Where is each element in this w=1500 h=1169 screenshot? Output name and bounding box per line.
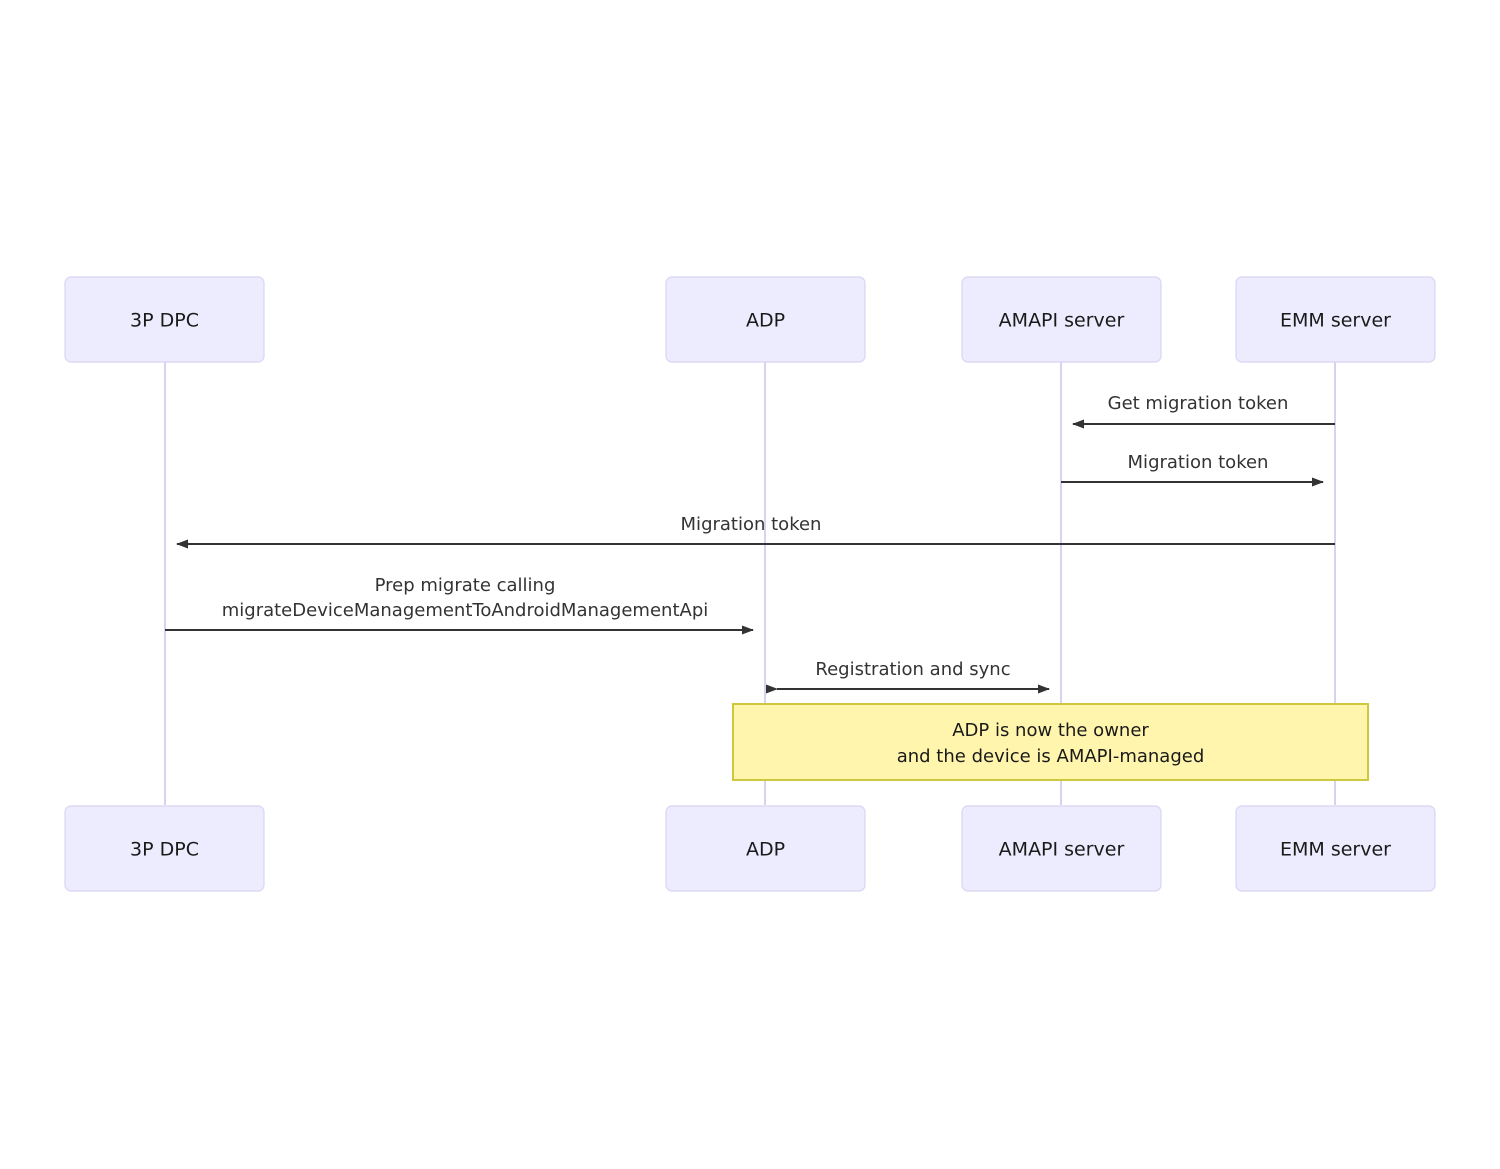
note-adp-owner[interactable]: ADP is now the owner and the device is A…: [732, 703, 1369, 781]
note-box-adp-owner[interactable]: [732, 703, 1369, 781]
actor-label-amapi-bottom: AMAPI server: [999, 839, 1125, 861]
actor-box-dpc-bottom[interactable]: [64, 805, 265, 892]
message-migration-token-to-emm[interactable]: Migration token: [1061, 452, 1324, 487]
message-label-prep-migrate-line2: migrateDeviceManagementToAndroidManageme…: [222, 600, 709, 621]
note-text-line2: and the device is AMAPI-managed: [897, 746, 1205, 767]
actor-box-emm[interactable]: [1235, 276, 1436, 363]
actor-footer-adp[interactable]: ADP: [665, 805, 866, 892]
actor-box-amapi[interactable]: [961, 276, 1162, 363]
actor-box-emm-bottom[interactable]: [1235, 805, 1436, 892]
actor-footer-dpc[interactable]: 3P DPC: [64, 805, 265, 892]
actor-header-emm[interactable]: EMM server: [1235, 276, 1436, 363]
message-registration-and-sync[interactable]: Registration and sync: [766, 659, 1050, 694]
message-label-migration-token-to-emm: Migration token: [1128, 452, 1269, 473]
note-text-line1: ADP is now the owner: [952, 720, 1149, 741]
actor-label-adp: ADP: [746, 310, 785, 332]
actor-label-dpc-bottom: 3P DPC: [130, 839, 199, 861]
message-label-get-migration-token: Get migration token: [1108, 393, 1289, 414]
message-migration-token-to-dpc[interactable]: Migration token: [176, 514, 1335, 549]
message-label-registration-and-sync: Registration and sync: [815, 659, 1010, 680]
actor-box-adp-bottom[interactable]: [665, 805, 866, 892]
actor-label-amapi: AMAPI server: [999, 310, 1125, 332]
actor-box-amapi-bottom[interactable]: [961, 805, 1162, 892]
message-get-migration-token[interactable]: Get migration token: [1072, 393, 1335, 429]
actor-label-emm-bottom: EMM server: [1280, 839, 1391, 861]
actor-header-adp[interactable]: ADP: [665, 276, 866, 363]
message-label-migration-token-to-dpc: Migration token: [681, 514, 822, 535]
actor-box-dpc[interactable]: [64, 276, 265, 363]
actor-label-emm: EMM server: [1280, 310, 1391, 332]
message-prep-migrate[interactable]: Prep migrate calling migrateDeviceManage…: [165, 575, 754, 635]
actor-header-dpc[interactable]: 3P DPC: [64, 276, 265, 363]
actor-footer-emm[interactable]: EMM server: [1235, 805, 1436, 892]
actor-label-adp-bottom: ADP: [746, 839, 785, 861]
actor-header-group: 3P DPC ADP AMAPI server EMM server: [64, 276, 1436, 363]
actor-box-adp[interactable]: [665, 276, 866, 363]
actor-footer-group: 3P DPC ADP AMAPI server EMM server: [64, 805, 1436, 892]
message-label-prep-migrate-line1: Prep migrate calling: [375, 575, 556, 596]
actor-header-amapi[interactable]: AMAPI server: [961, 276, 1162, 363]
actor-footer-amapi[interactable]: AMAPI server: [961, 805, 1162, 892]
actor-label-dpc: 3P DPC: [130, 310, 199, 332]
